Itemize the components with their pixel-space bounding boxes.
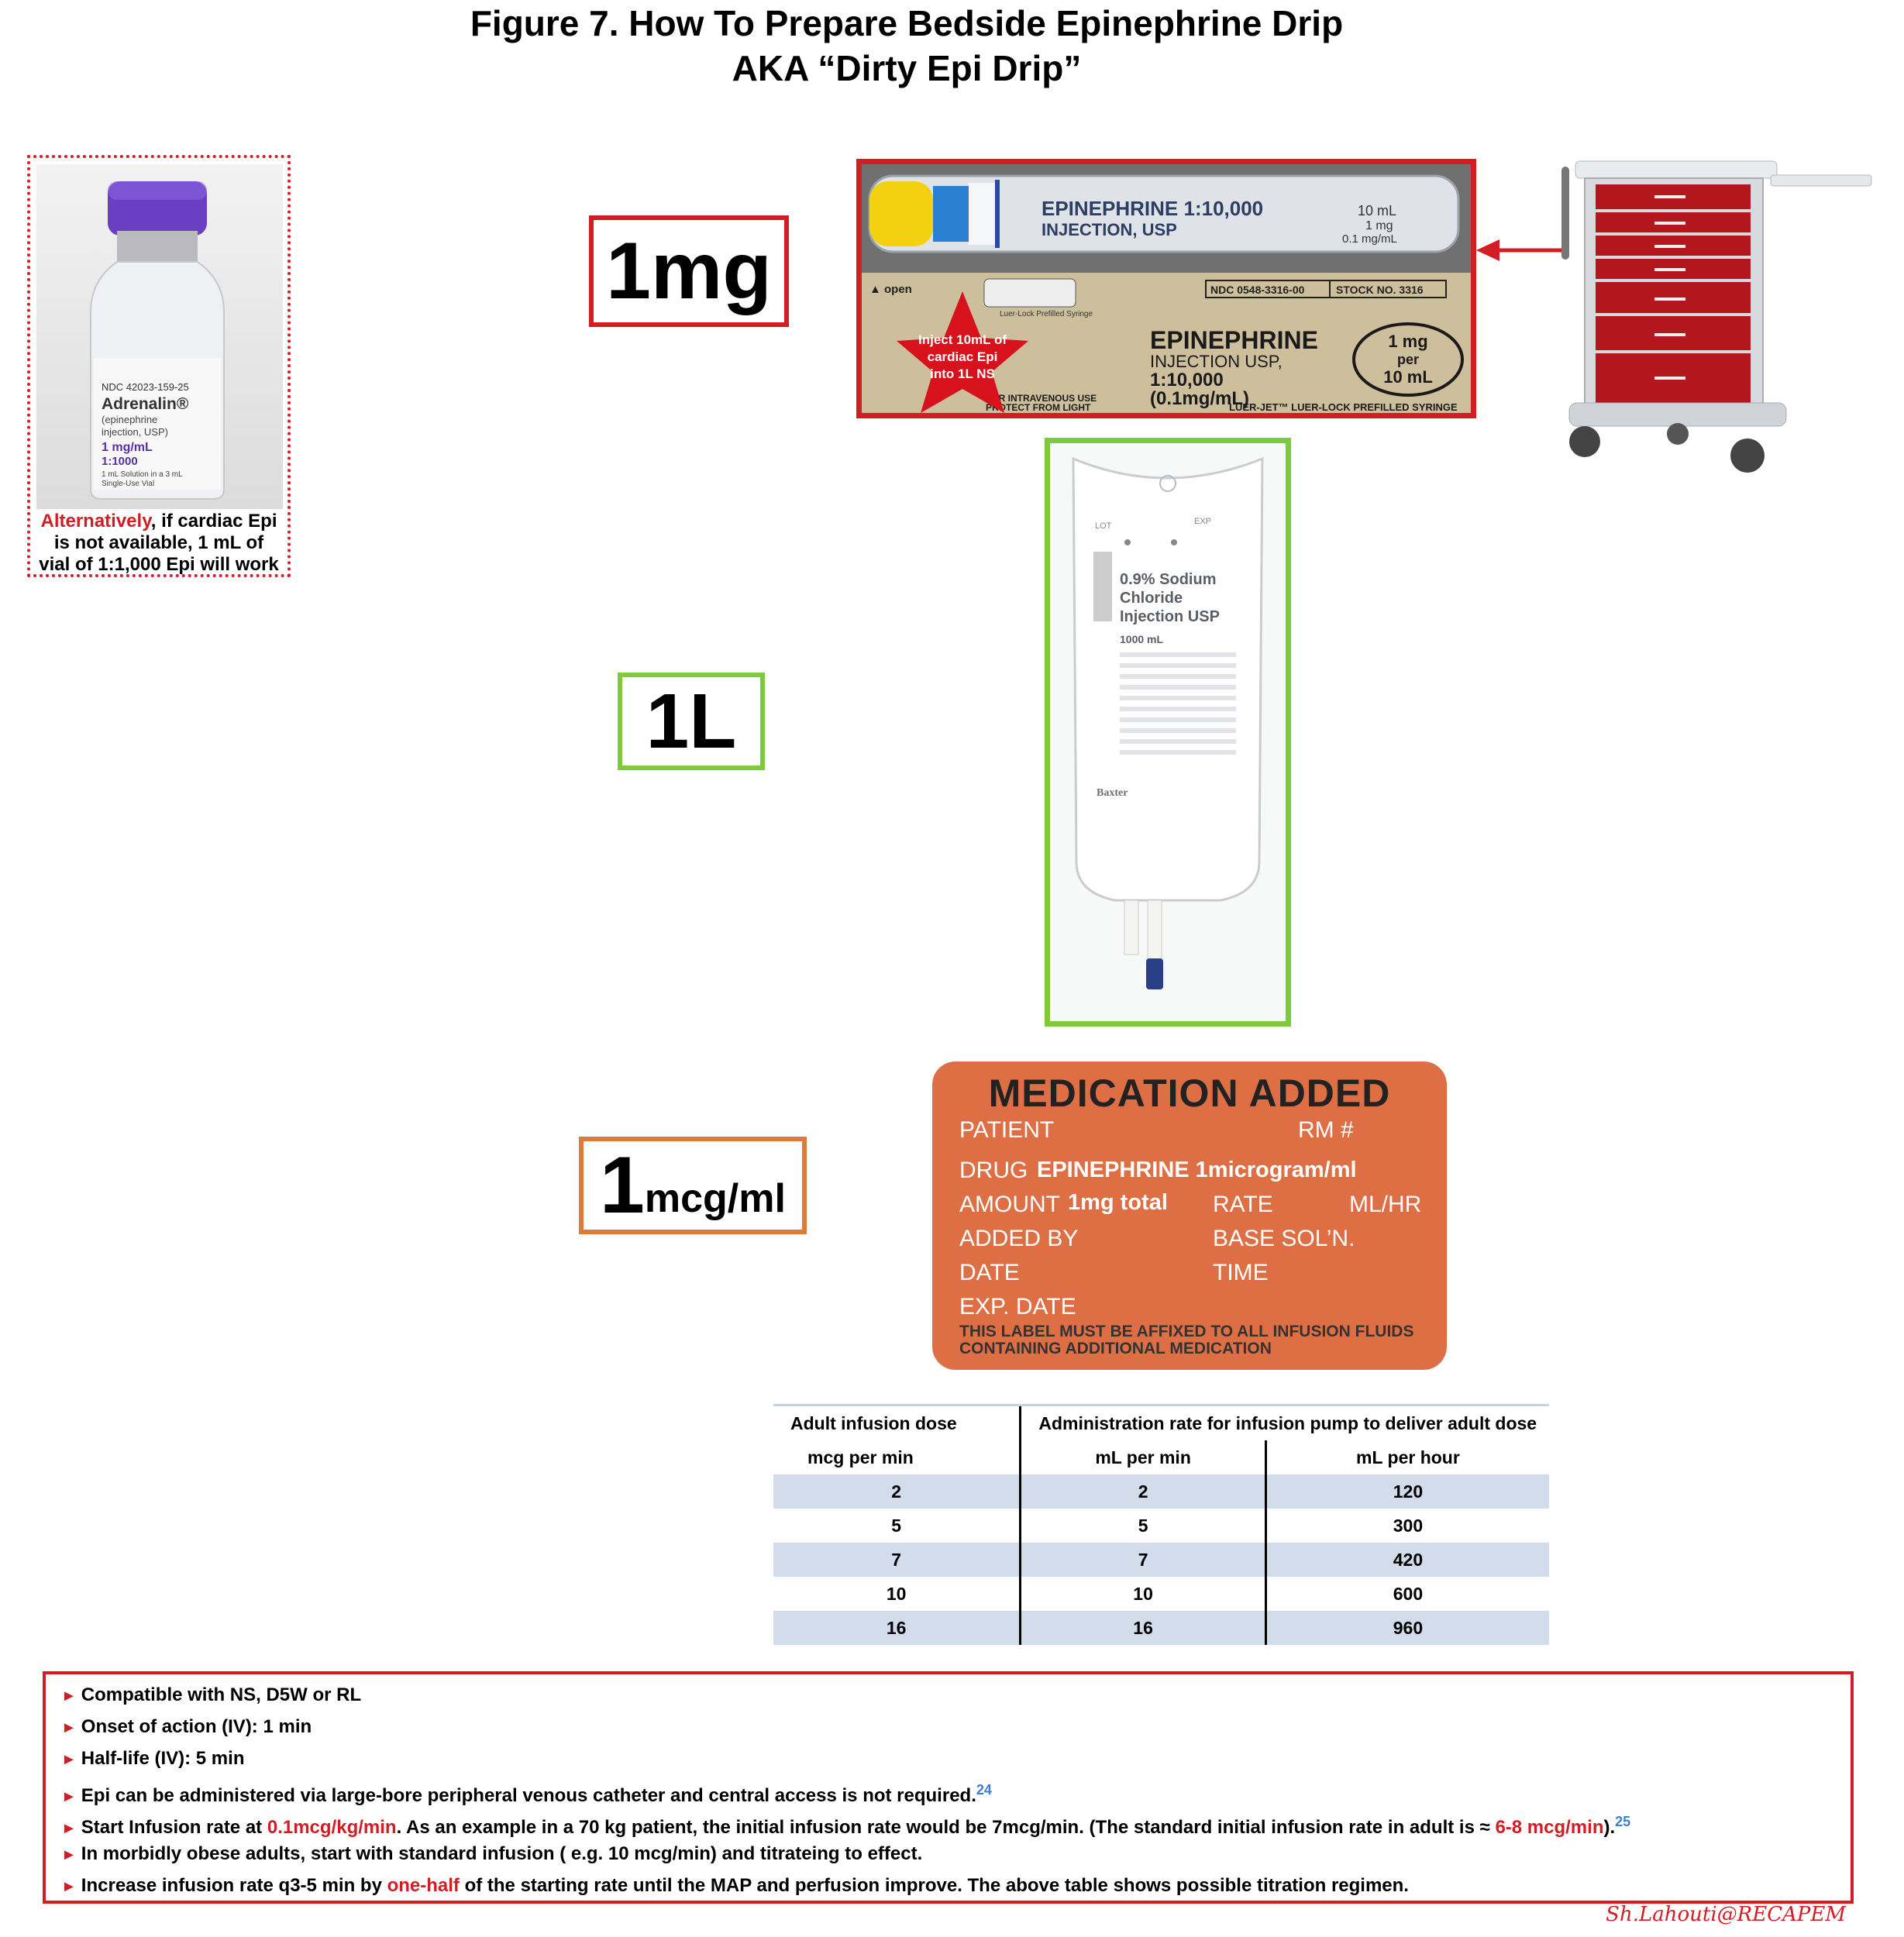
label-rm: RM # bbox=[1298, 1117, 1354, 1143]
vial-ndc: NDC 42023-159-25 bbox=[102, 381, 189, 393]
note-access: ►Epi can be administered via large-bore … bbox=[61, 1782, 992, 1806]
svg-text:injection, USP): injection, USP) bbox=[102, 426, 168, 438]
svg-text:10 mL: 10 mL bbox=[1358, 203, 1396, 218]
svg-text:10 mL: 10 mL bbox=[1383, 367, 1433, 387]
table-row: 5 5 300 bbox=[773, 1509, 1549, 1543]
svg-text:1:1000: 1:1000 bbox=[102, 455, 138, 468]
note-half-life: ►Half-life (IV): 5 min bbox=[61, 1748, 245, 1769]
svg-text:(0.1mg/mL): (0.1mg/mL) bbox=[1150, 388, 1249, 409]
svg-text:cardiac Epi: cardiac Epi bbox=[928, 349, 998, 364]
svg-text:into 1L NS: into 1L NS bbox=[930, 366, 995, 381]
label-drug: DRUG bbox=[959, 1158, 1028, 1183]
note-obese: ►In morbidly obese adults, start with st… bbox=[61, 1843, 923, 1864]
label-rate-unit: ML/HR bbox=[1349, 1192, 1422, 1217]
label-added-by: ADDED BY bbox=[959, 1226, 1079, 1251]
svg-text:PROTECT FROM LIGHT: PROTECT FROM LIGHT bbox=[986, 402, 1091, 413]
author-signature: Sh.Lahouti@RECAPEM bbox=[1606, 1903, 1846, 1926]
svg-text:per: per bbox=[1397, 352, 1419, 367]
reference-25[interactable]: 25 bbox=[1615, 1814, 1631, 1829]
svg-text:INJECTION USP,: INJECTION USP, bbox=[1150, 352, 1283, 371]
label-time: TIME bbox=[1213, 1260, 1269, 1285]
bullet-arrow-icon: ► bbox=[61, 1751, 77, 1768]
iv-bag-panel: LOT EXP 0.9% Sodium Chloride Injection U… bbox=[1045, 438, 1291, 1027]
notes-box: ►Compatible with NS, D5W or RL ►Onset of… bbox=[43, 1671, 1854, 1904]
svg-text:LOT: LOT bbox=[1095, 521, 1112, 531]
figure-subtitle: AKA “Dirty Epi Drip” bbox=[732, 48, 1082, 88]
table-subheader-ml-hr: mL per hour bbox=[1264, 1440, 1549, 1474]
svg-text:1 mg: 1 mg bbox=[1365, 219, 1393, 232]
label-drug-value: EPINEPHRINE 1microgram/ml bbox=[1037, 1158, 1357, 1182]
svg-text:1:10,000: 1:10,000 bbox=[1150, 370, 1224, 390]
svg-text:▲ open: ▲ open bbox=[869, 283, 912, 296]
table-header-dose: Adult infusion dose bbox=[773, 1404, 1021, 1440]
svg-text:EXP: EXP bbox=[1194, 517, 1211, 526]
label-rate: RATE bbox=[1213, 1192, 1273, 1217]
table-header-rate: Administration rate for infusion pump to… bbox=[1019, 1404, 1549, 1440]
label-amount-value: 1mg total bbox=[1068, 1190, 1168, 1215]
figure-title: Figure 7. How To Prepare Bedside Epineph… bbox=[470, 3, 1344, 43]
volume-box: 1L bbox=[618, 673, 765, 770]
bullet-arrow-icon: ► bbox=[61, 1820, 77, 1837]
svg-text:FOR INTRAVENOUS USE: FOR INTRAVENOUS USE bbox=[986, 393, 1097, 404]
svg-text:Adrenalin®: Adrenalin® bbox=[102, 395, 189, 413]
svg-text:Injection USP: Injection USP bbox=[1120, 608, 1220, 625]
table-subheader-mcg: mcg per min bbox=[773, 1440, 1021, 1474]
svg-text:Chloride: Chloride bbox=[1120, 590, 1183, 607]
adrenalin-vial-image: NDC 42023-159-25 Adrenalin® (epinephrine… bbox=[36, 164, 283, 509]
note-start-rate: ►Start Infusion rate at 0.1mcg/kg/min. A… bbox=[61, 1814, 1631, 1838]
svg-text:1000 mL: 1000 mL bbox=[1120, 633, 1163, 645]
vial-panel: NDC 42023-159-25 Adrenalin® (epinephrine… bbox=[27, 155, 291, 577]
label-base-sol: BASE SOL’N. bbox=[1213, 1226, 1355, 1251]
bullet-arrow-icon: ► bbox=[61, 1719, 77, 1736]
arrow-icon bbox=[1476, 239, 1565, 261]
label-date: DATE bbox=[959, 1260, 1020, 1285]
bag-name-1: 0.9% Sodium bbox=[1120, 571, 1216, 588]
table-row: 10 10 600 bbox=[773, 1577, 1549, 1611]
svg-text:1 mg: 1 mg bbox=[1388, 332, 1427, 351]
table-row: 16 16 960 bbox=[773, 1611, 1549, 1645]
svg-text:Baxter: Baxter bbox=[1097, 787, 1128, 799]
concentration-unit: mcg/ml bbox=[644, 1176, 786, 1221]
label-exp-date: EXP. DATE bbox=[959, 1294, 1076, 1319]
bullet-arrow-icon: ► bbox=[61, 1878, 77, 1895]
label-amount: AMOUNT bbox=[959, 1192, 1060, 1217]
note-onset: ►Onset of action (IV): 1 min bbox=[61, 1716, 312, 1737]
svg-text:1 mg/mL: 1 mg/mL bbox=[102, 441, 153, 454]
note-titration: ►Increase infusion rate q3-5 min by one-… bbox=[61, 1875, 1409, 1896]
syringe-panel: EPINEPHRINE 1:10,000 INJECTION, USP 10 m… bbox=[856, 159, 1476, 418]
bullet-arrow-icon: ► bbox=[61, 1788, 77, 1805]
svg-text:NDC 0548-3316-00: NDC 0548-3316-00 bbox=[1210, 284, 1305, 296]
dose-box: 1mg bbox=[589, 215, 789, 327]
bullet-arrow-icon: ► bbox=[61, 1846, 77, 1863]
svg-text:INJECTION, USP: INJECTION, USP bbox=[1042, 220, 1177, 239]
table-row: 2 2 120 bbox=[773, 1474, 1549, 1509]
star-text-1: Inject 10mL of bbox=[918, 332, 1007, 347]
svg-text:1 mL Solution in a 3 mL: 1 mL Solution in a 3 mL bbox=[102, 470, 183, 479]
medication-added-label: MEDICATION ADDED PATIENT RM # DRUG EPINE… bbox=[932, 1061, 1447, 1370]
bullet-arrow-icon: ► bbox=[61, 1688, 77, 1705]
note-compatibility: ►Compatible with NS, D5W or RL bbox=[61, 1684, 362, 1705]
svg-text:LUER-JET™ LUER-LOCK PREFILLED: LUER-JET™ LUER-LOCK PREFILLED SYRINGE bbox=[1229, 401, 1458, 413]
table-row: 7 7 420 bbox=[773, 1543, 1549, 1577]
reference-24[interactable]: 24 bbox=[976, 1782, 992, 1798]
barrel-text-1: EPINEPHRINE 1:10,000 bbox=[1042, 197, 1263, 220]
svg-text:0.1 mg/mL: 0.1 mg/mL bbox=[1342, 232, 1397, 246]
concentration-number: 1 bbox=[600, 1141, 645, 1230]
label-warning: THIS LABEL MUST BE AFFIXED TO ALL INFUSI… bbox=[959, 1323, 1414, 1357]
vial-caption: Alternatively, if cardiac Epi is not ava… bbox=[39, 511, 279, 575]
table-subheader-ml-min: mL per min bbox=[1019, 1440, 1266, 1474]
crash-cart-image bbox=[1561, 160, 1872, 473]
svg-text:EPINEPHRINE: EPINEPHRINE bbox=[1150, 326, 1318, 354]
svg-text:Luer-Lock Prefilled Syringe: Luer-Lock Prefilled Syringe bbox=[1000, 310, 1093, 318]
svg-text:Single-Use Vial: Single-Use Vial bbox=[102, 480, 154, 488]
label-title: MEDICATION ADDED bbox=[988, 1072, 1391, 1115]
label-patient: PATIENT bbox=[959, 1117, 1055, 1143]
svg-text:(epinephrine: (epinephrine bbox=[102, 414, 157, 425]
svg-text:STOCK NO. 3316: STOCK NO. 3316 bbox=[1336, 284, 1424, 296]
infusion-table: Adult infusion dose Administration rate … bbox=[773, 1404, 1549, 1645]
